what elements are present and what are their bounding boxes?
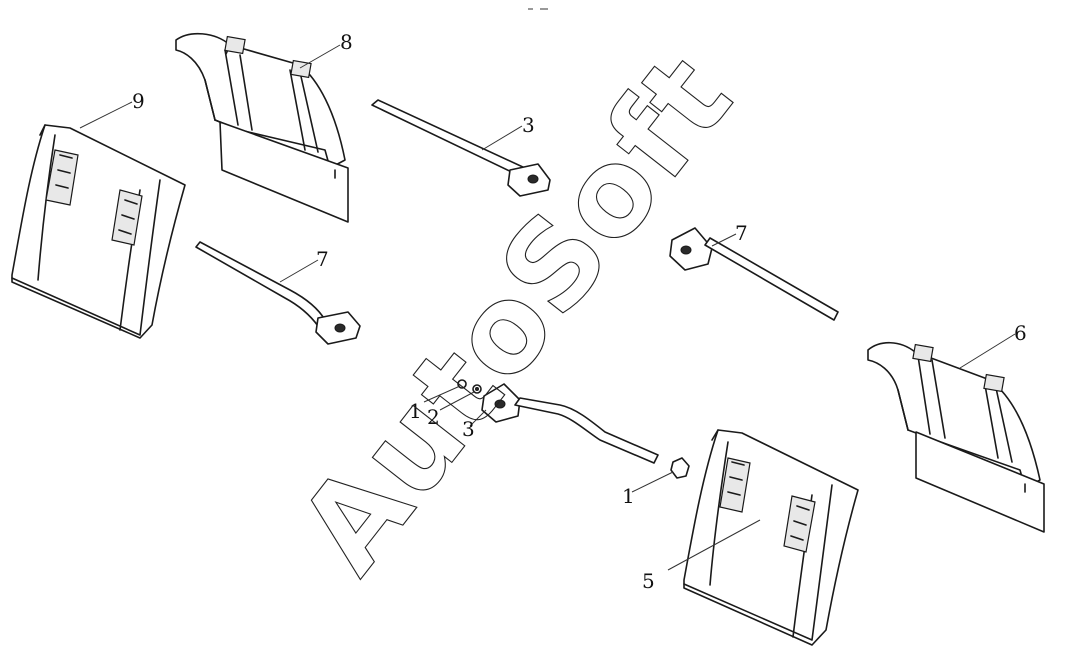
part-9-mudflap-left (11, 124, 186, 339)
callout-1a: 1 (409, 399, 422, 423)
part-7-support-rod-left (195, 241, 361, 345)
leader-2 (439, 391, 475, 411)
callout-7b: 7 (735, 221, 748, 245)
part-2-washer (472, 384, 482, 394)
part-8-mudguard-bracket (175, 32, 349, 223)
part-3-support-rod-lower (481, 383, 659, 464)
callout-5: 5 (642, 569, 655, 593)
callout-8: 8 (340, 30, 353, 54)
part-5-mudflap-right (683, 429, 859, 646)
callout-3b: 3 (462, 417, 475, 441)
leader-6 (959, 333, 1016, 369)
callout-7a: 7 (316, 247, 329, 271)
part-6-mudguard-bracket (867, 341, 1045, 533)
leader-7a (279, 259, 319, 283)
part-3-support-rod-upper (371, 99, 551, 197)
callout-1b: 1 (622, 484, 635, 508)
callout-6: 6 (1014, 321, 1027, 345)
leader-7b (711, 233, 737, 247)
callout-9: 9 (132, 89, 145, 113)
leader-9 (79, 101, 133, 129)
leader-3a (481, 125, 523, 151)
leader-1b (631, 471, 674, 493)
leader-8 (299, 44, 341, 69)
leader-1a (423, 385, 461, 403)
callout-2: 2 (427, 405, 440, 429)
part-1-nut (670, 457, 690, 479)
leader-5 (667, 519, 761, 571)
part-7-support-rod-right (669, 227, 839, 321)
leader-3b (469, 409, 487, 427)
callout-3a: 3 (522, 113, 535, 137)
